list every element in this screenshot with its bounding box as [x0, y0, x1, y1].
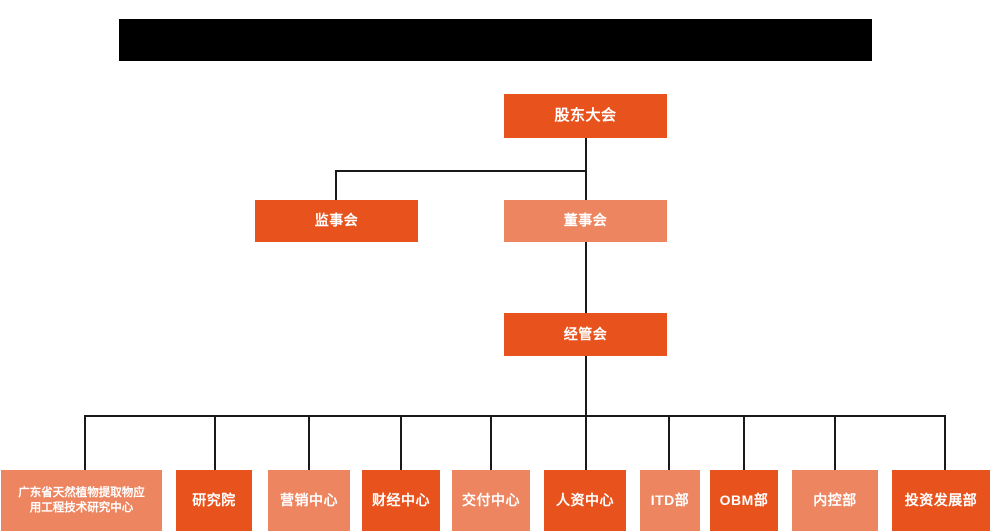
department-node-2[interactable]: 研究院	[176, 470, 252, 531]
department-node-1[interactable]: 广东省天然植物提取物应 用工程技术研究中心	[1, 470, 162, 531]
connector-drop-dept-5	[490, 415, 492, 470]
connector-management-stem	[585, 356, 587, 416]
node-management-committee[interactable]: 经管会	[504, 313, 667, 356]
connector-directors-to-management	[585, 242, 587, 314]
department-node-10[interactable]: 投资发展部	[892, 470, 990, 531]
connector-drop-dept-2	[214, 415, 216, 470]
connector-drop-dept-3	[308, 415, 310, 470]
connector-drop-dept-10	[944, 415, 946, 470]
connector-supervisors-drop	[335, 170, 337, 201]
department-node-5[interactable]: 交付中心	[452, 470, 530, 531]
connector-shareholders-stem	[585, 138, 587, 171]
department-node-7[interactable]: ITD部	[640, 470, 700, 531]
department-node-6[interactable]: 人资中心	[544, 470, 626, 531]
node-board-of-supervisors[interactable]: 监事会	[255, 200, 418, 242]
connector-directors-drop	[585, 170, 587, 201]
redacted-title-bar	[119, 19, 872, 61]
connector-level2-bar	[335, 170, 587, 172]
connector-drop-dept-1	[84, 415, 86, 470]
connector-department-bus	[84, 415, 945, 417]
connector-drop-dept-9	[834, 415, 836, 470]
node-board-of-directors[interactable]: 董事会	[504, 200, 667, 242]
department-node-9[interactable]: 内控部	[792, 470, 878, 531]
node-shareholders-meeting[interactable]: 股东大会	[504, 94, 667, 138]
department-node-8[interactable]: OBM部	[710, 470, 778, 531]
connector-drop-dept-7	[668, 415, 670, 470]
connector-drop-dept-4	[400, 415, 402, 470]
connector-drop-dept-6	[585, 415, 587, 470]
department-node-3[interactable]: 营销中心	[268, 470, 350, 531]
redacted-title-text	[119, 19, 872, 61]
connector-drop-dept-8	[743, 415, 745, 470]
department-node-4[interactable]: 财经中心	[362, 470, 440, 531]
